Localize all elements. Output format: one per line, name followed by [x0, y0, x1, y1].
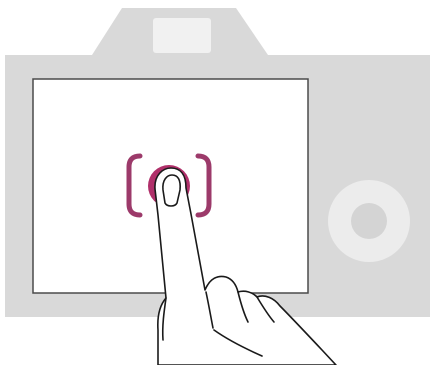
control-wheel-center-button — [351, 203, 387, 239]
control-wheel-icon — [328, 180, 410, 262]
fingernail — [163, 175, 180, 206]
viewfinder-icon — [153, 18, 211, 53]
